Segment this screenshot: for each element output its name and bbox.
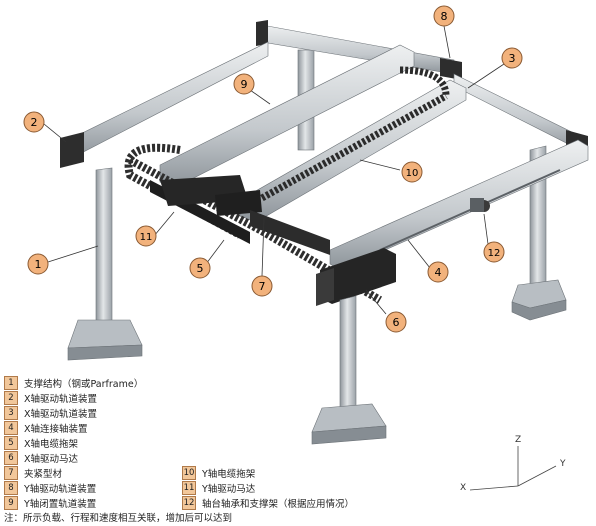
callout-8: 8 <box>433 5 455 27</box>
bearing-support-12 <box>470 198 490 212</box>
x-drive-rail-3 <box>453 73 588 156</box>
svg-text:7: 7 <box>259 280 266 293</box>
back-right-leg <box>511 145 567 321</box>
svg-text:1: 1 <box>35 258 42 271</box>
svg-text:6: 6 <box>393 316 400 329</box>
svg-text:3: 3 <box>509 52 516 65</box>
callout-12: 12 <box>483 241 505 263</box>
callout-10: 10 <box>401 161 423 183</box>
callout-2: 2 <box>23 111 45 133</box>
callout-9: 9 <box>233 73 255 95</box>
svg-text:12: 12 <box>488 248 501 259</box>
y-cable-carrier-10 <box>239 66 467 223</box>
callout-6: 6 <box>385 311 407 333</box>
svg-text:8: 8 <box>441 10 448 23</box>
front-left-leg <box>67 167 143 361</box>
x-drive-motor-6 <box>316 248 396 306</box>
axis-y-label: Y <box>559 459 566 469</box>
svg-text:11: 11 <box>140 232 153 243</box>
callout-1: 1 <box>27 253 49 275</box>
callout-7: 7 <box>251 275 273 297</box>
svg-text:10: 10 <box>406 168 419 179</box>
footnote: 注：所示负载、行程和速度相互关联，增加后可以达到 <box>4 513 233 524</box>
axis-x-label: X <box>460 483 466 493</box>
y-drive-motor-11 <box>160 175 262 216</box>
svg-text:2: 2 <box>31 116 38 129</box>
y-idle-rail-9 <box>159 44 415 189</box>
axis-z-label: Z <box>515 435 521 445</box>
leader-lines <box>43 25 505 315</box>
svg-text:4: 4 <box>435 266 442 279</box>
clamp-profile-7 <box>250 210 330 255</box>
callout-4: 4 <box>427 261 449 283</box>
svg-text:5: 5 <box>197 262 204 275</box>
svg-text:9: 9 <box>241 78 248 91</box>
callout-11: 11 <box>135 225 157 247</box>
front-right-leg <box>311 295 387 445</box>
x-drive-rail-2 <box>60 41 269 168</box>
callout-3: 3 <box>501 47 523 69</box>
callout-5: 5 <box>189 257 211 279</box>
axis-triad: Z Y X <box>460 435 566 493</box>
x-connecting-shaft-4 <box>329 139 589 271</box>
